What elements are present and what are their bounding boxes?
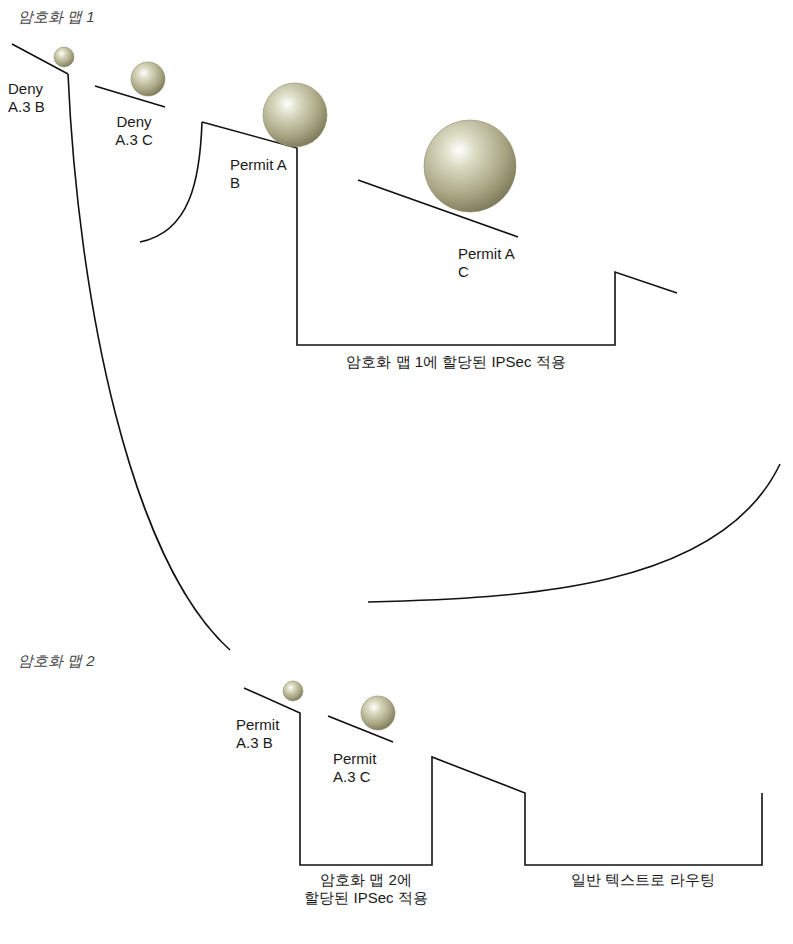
path-curve [68,74,230,650]
rule-label: Permit A C [458,245,514,281]
rule-label: Permit A B [230,156,286,192]
ball [54,47,74,67]
result-label: 암호화 맵 2에 할당된 IPSec 적용 [303,871,429,907]
section-title: 암호화 맵 1 [18,8,95,26]
step-line [244,688,762,865]
ball [283,681,303,701]
ball [131,62,165,96]
ball [263,83,327,147]
section-title: 암호화 맵 2 [18,652,95,670]
ball [361,696,395,730]
result-label: 암호화 맵 1에 할당된 IPSec 적용 [346,353,565,371]
result-label: 일반 텍스트로 라우팅 [571,871,714,889]
rule-label: Permit A.3 B [236,716,292,752]
path-curve [368,464,780,602]
rule-label: Permit A.3 C [333,750,393,786]
ball [424,120,516,212]
rule-label: Deny A.3 B [8,80,58,116]
rule-label: Deny A.3 C [108,113,160,149]
